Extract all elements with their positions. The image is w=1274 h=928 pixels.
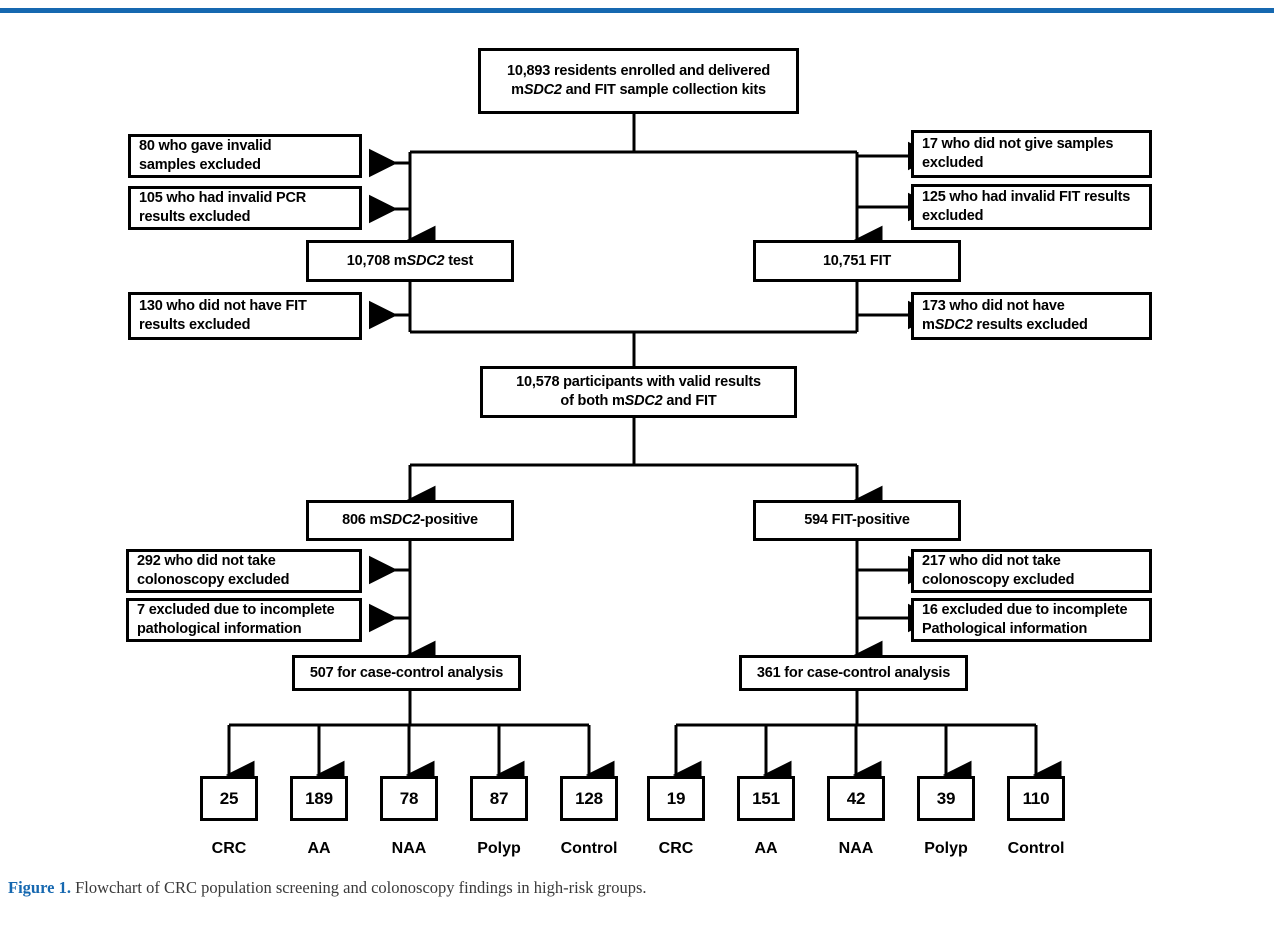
- terminal-label-fit-crc: CRC: [658, 840, 694, 857]
- fit-test-label: 10,751 FIT: [822, 252, 892, 269]
- excl-no-colono-right-line1: 217 who did not take: [922, 553, 1061, 570]
- excl-invalid-pcr-line1: 105 who had invalid PCR: [139, 190, 307, 207]
- excl-no-samples-line2: excluded: [922, 155, 984, 171]
- node-excluded-invalid-samples: 80 who gave invalid samples excluded: [128, 134, 362, 178]
- participants-line2-pre: of both m: [560, 393, 625, 409]
- excl-no-msdc2-line2-pre: m: [922, 317, 935, 333]
- msdc2-test-post: test: [444, 252, 474, 269]
- excl-no-colono-left-line1: 292 who did not take: [137, 553, 276, 570]
- msdc2-test-pre: 10,708 m: [346, 252, 407, 269]
- terminal-count-fit-aa: 151: [752, 788, 780, 808]
- terminal-box-fit-crc: 19: [647, 776, 705, 821]
- terminal-count-fit-polyp: 39: [936, 788, 956, 808]
- terminal-count-msdc2-crc: 25: [219, 788, 239, 808]
- terminal-box-fit-polyp: 39: [917, 776, 975, 821]
- excl-no-fit-results-line2: results excluded: [139, 317, 251, 333]
- node-excluded-no-msdc2-results: 173 who did not have mSDC2 results exclu…: [911, 292, 1152, 340]
- participants-line2-italic: SDC2: [624, 393, 663, 409]
- figure-caption-text: Flowchart of CRC population screening an…: [75, 878, 647, 897]
- node-excluded-invalid-fit: 125 who had invalid FIT results excluded: [911, 184, 1152, 230]
- enrolled-line2-italic: SDC2: [523, 82, 562, 98]
- participants-line1: 10,578 participants with valid results: [516, 374, 761, 391]
- terminal-label-fit-control: Control: [1007, 840, 1065, 857]
- terminal-count-msdc2-naa: 78: [399, 788, 419, 808]
- excl-invalid-samples-line2: samples excluded: [139, 157, 261, 173]
- terminal-count-msdc2-aa: 189: [305, 788, 333, 808]
- terminal-box-msdc2-naa: 78: [380, 776, 438, 821]
- terminal-box-msdc2-polyp: 87: [470, 776, 528, 821]
- node-excluded-no-samples: 17 who did not give samples excluded: [911, 130, 1152, 178]
- top-divider-rule: [0, 8, 1274, 13]
- node-case-control-right: 361 for case-control analysis: [739, 655, 968, 691]
- enrolled-line1: 10,893 residents enrolled and delivered: [507, 63, 770, 80]
- excl-no-colono-left-line2: colonoscopy excluded: [137, 572, 290, 588]
- terminal-box-fit-naa: 42: [827, 776, 885, 821]
- terminal-label-msdc2-control: Control: [560, 840, 618, 857]
- node-msdc2-test: 10,708 mSDC2 test: [306, 240, 514, 282]
- flowchart-connectors: [225, 114, 1062, 790]
- terminal-label-fit-aa: AA: [754, 840, 778, 857]
- node-participants: 10,578 participants with valid results o…: [480, 366, 797, 418]
- node-msdc2-positive: 806 mSDC2-positive: [306, 500, 514, 541]
- enrolled-line2-post: and FIT sample collection kits: [561, 82, 766, 98]
- excl-no-msdc2-line1: 173 who did not have: [922, 298, 1065, 315]
- excl-no-msdc2-line2-italic: SDC2: [934, 317, 973, 333]
- excl-invalid-fit-line2: excluded: [922, 208, 984, 224]
- excl-incomplete-path-left-line2: pathological information: [137, 621, 302, 637]
- node-case-control-left: 507 for case-control analysis: [292, 655, 521, 691]
- enrolled-line2-pre: m: [511, 82, 524, 98]
- terminal-box-msdc2-control: 128: [560, 776, 618, 821]
- node-enrolled: 10,893 residents enrolled and delivered …: [478, 48, 799, 114]
- terminal-box-msdc2-crc: 25: [200, 776, 258, 821]
- node-excluded-incomplete-pathology-right: 16 excluded due to incomplete Pathologic…: [911, 598, 1152, 642]
- excl-incomplete-path-right-line1: 16 excluded due to incomplete: [922, 602, 1128, 619]
- node-excluded-no-fit-results: 130 who did not have FIT results exclude…: [128, 292, 362, 340]
- excl-no-samples-line1: 17 who did not give samples: [922, 136, 1114, 153]
- figure-caption: Figure 1. Flowchart of CRC population sc…: [8, 876, 1258, 899]
- participants-line2-post: and FIT: [662, 393, 717, 409]
- excl-incomplete-path-left-line1: 7 excluded due to incomplete: [137, 602, 335, 619]
- excl-no-fit-results-line1: 130 who did not have FIT: [139, 298, 307, 315]
- fit-positive-label: 594 FIT-positive: [804, 512, 910, 529]
- node-excluded-no-colonoscopy-left: 292 who did not take colonoscopy exclude…: [126, 549, 362, 593]
- figure-number-label: Figure 1.: [8, 878, 71, 897]
- node-excluded-incomplete-pathology-left: 7 excluded due to incomplete pathologica…: [126, 598, 362, 642]
- terminal-label-fit-naa: NAA: [838, 840, 874, 857]
- terminal-box-fit-control: 110: [1007, 776, 1065, 821]
- terminal-count-msdc2-polyp: 87: [489, 788, 509, 808]
- terminal-label-msdc2-polyp: Polyp: [477, 840, 521, 857]
- msdc2-test-italic: SDC2: [406, 252, 445, 269]
- terminal-label-fit-polyp: Polyp: [924, 840, 968, 857]
- msdc2-positive-pre: 806 m: [342, 512, 383, 529]
- msdc2-positive-post: -positive: [420, 512, 478, 529]
- terminal-label-msdc2-aa: AA: [307, 840, 331, 857]
- terminal-label-msdc2-naa: NAA: [391, 840, 427, 857]
- node-fit-positive: 594 FIT-positive: [753, 500, 961, 541]
- terminal-box-fit-aa: 151: [737, 776, 795, 821]
- excl-invalid-pcr-line2: results excluded: [139, 209, 251, 225]
- terminal-label-msdc2-crc: CRC: [211, 840, 247, 857]
- node-excluded-invalid-pcr: 105 who had invalid PCR results excluded: [128, 186, 362, 230]
- terminal-count-msdc2-control: 128: [575, 788, 603, 808]
- excl-incomplete-path-right-line2: Pathological information: [922, 621, 1088, 637]
- terminal-count-fit-control: 110: [1022, 788, 1050, 808]
- terminal-count-fit-crc: 19: [666, 788, 686, 808]
- case-control-right-label: 361 for case-control analysis: [756, 664, 951, 681]
- node-fit-test: 10,751 FIT: [753, 240, 961, 282]
- msdc2-positive-italic: SDC2: [382, 512, 421, 529]
- terminal-count-fit-naa: 42: [846, 788, 866, 808]
- terminal-box-msdc2-aa: 189: [290, 776, 348, 821]
- excl-no-msdc2-line2-post: results excluded: [972, 317, 1088, 333]
- case-control-left-label: 507 for case-control analysis: [309, 664, 504, 681]
- node-excluded-no-colonoscopy-right: 217 who did not take colonoscopy exclude…: [911, 549, 1152, 593]
- excl-no-colono-right-line2: colonoscopy excluded: [922, 572, 1075, 588]
- excl-invalid-samples-line1: 80 who gave invalid: [139, 138, 272, 155]
- excl-invalid-fit-line1: 125 who had invalid FIT results: [922, 189, 1131, 206]
